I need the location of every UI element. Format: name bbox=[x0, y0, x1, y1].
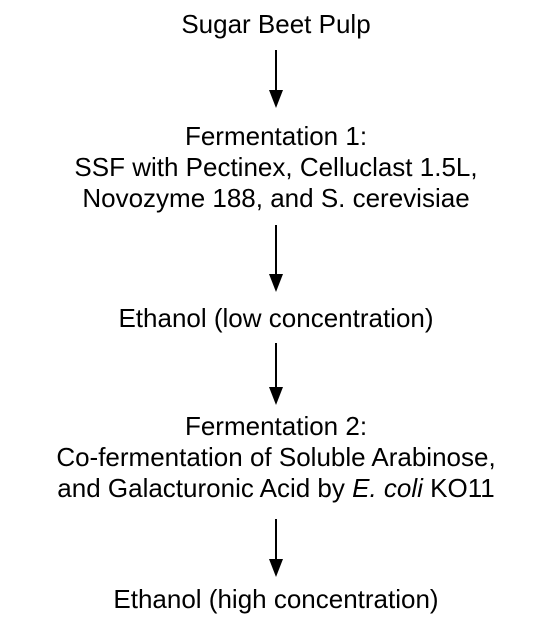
node-heading: Fermentation 1: bbox=[184, 121, 368, 151]
node-fermentation-2: Fermentation 2: Co-fermentation of Solub… bbox=[0, 411, 552, 504]
arrow-down-icon bbox=[266, 225, 286, 292]
arrow-down-icon bbox=[266, 343, 286, 405]
node-detail-line: SSF with Pectinex, Celluclast 1.5L, bbox=[74, 152, 478, 182]
node-detail-line: Co-fermentation of Soluble Arabinose, bbox=[56, 442, 496, 472]
node-heading: Fermentation 2: bbox=[184, 411, 368, 441]
text-segment: KO11 bbox=[422, 473, 495, 503]
arrow-down-icon bbox=[266, 50, 286, 108]
node-ethanol-low: Ethanol (low concentration) bbox=[0, 303, 552, 334]
text-segment: and Galacturonic Acid by bbox=[57, 473, 353, 503]
organism-name: E. coli bbox=[352, 473, 423, 503]
node-detail-line: Novozyme 188, and S. cerevisiae bbox=[82, 183, 470, 213]
node-label: Ethanol (low concentration) bbox=[118, 303, 434, 333]
arrow-down-icon bbox=[266, 519, 286, 577]
node-label: Ethanol (high concentration) bbox=[113, 584, 439, 614]
node-detail-line: and Galacturonic Acid by E. coli KO11 bbox=[0, 473, 552, 504]
node-ethanol-high: Ethanol (high concentration) bbox=[0, 584, 552, 615]
node-sugar-beet-pulp: Sugar Beet Pulp bbox=[0, 9, 552, 40]
node-fermentation-1: Fermentation 1: SSF with Pectinex, Cellu… bbox=[0, 121, 552, 214]
node-label: Sugar Beet Pulp bbox=[181, 9, 371, 39]
